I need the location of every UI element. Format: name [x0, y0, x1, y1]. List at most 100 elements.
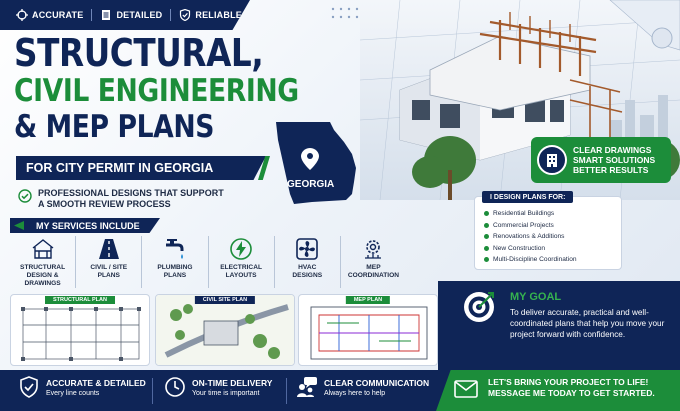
fan-icon: [296, 238, 319, 260]
georgia-map-icon: [276, 122, 356, 204]
ribbon-item-detailed: DETAILED: [100, 9, 162, 21]
service-label: LAYOUTS: [225, 272, 257, 279]
bottom-divider: [286, 378, 287, 404]
civil-plan-drawing: [156, 295, 294, 365]
goal-title: MY GOAL: [510, 291, 562, 303]
service-label: HVAC: [298, 264, 317, 271]
ribbon-label: DETAILED: [116, 10, 163, 20]
map-label: GEORGIA: [287, 179, 335, 190]
service-label: COORDINATION: [347, 272, 400, 279]
service-label: PLANS: [163, 272, 187, 279]
feature-title: ACCURATE & DETAILED: [46, 377, 146, 388]
ribbon-item-reliable: RELIABLE: [179, 9, 242, 21]
crosshair-icon: [16, 9, 28, 21]
clear-drawings-card: CLEAR DRAWINGS SMART SOLUTIONS BETTER RE…: [531, 137, 671, 183]
service-label: DESIGN &: [26, 272, 59, 279]
plan-thumbnail-structural: STRUCTURAL PLAN: [10, 294, 150, 366]
shield-check-icon: [180, 9, 191, 21]
subtitle: PROFESSIONAL DESIGNS THAT SUPPORT A SMOO…: [18, 188, 224, 210]
clear-line-3: BETTER RESULTS: [573, 165, 649, 175]
design-plans-list: Residential Buildings Commercial Project…: [484, 208, 577, 266]
list-item-label: Multi-Discipline Coordination: [493, 256, 577, 263]
feature-subtitle: Your time is important: [192, 389, 260, 397]
design-plans-heading: I DESIGN PLANS FOR:: [482, 191, 574, 203]
list-item: Renovations & Additions: [484, 231, 577, 243]
subtitle-line-1: PROFESSIONAL DESIGNS THAT SUPPORT: [38, 188, 224, 198]
lightning-icon: [230, 238, 252, 260]
bullet-icon: [484, 245, 489, 251]
services-heading-ornament: [14, 221, 24, 230]
list-item-label: New Construction: [493, 244, 546, 252]
headline: STRUCTURAL, CIVIL ENGINEERING & MEP PLAN…: [14, 34, 345, 148]
feature-subtitle: Every line counts: [46, 389, 100, 397]
shield-check-icon: [20, 376, 38, 398]
feature-title: CLEAR COMMUNICATION: [324, 377, 430, 388]
bottom-divider: [152, 378, 153, 404]
bullet-icon: [484, 222, 489, 228]
list-item-label: Residential Buildings: [493, 210, 555, 217]
gear-network-icon: [365, 240, 382, 259]
bullet-icon: [484, 257, 489, 263]
envelope-icon: [454, 380, 478, 398]
building-illustration: [360, 0, 680, 200]
cta-line-2: MESSAGE ME TODAY TO GET STARTED.: [488, 388, 655, 398]
design-plans-card: [474, 196, 622, 270]
service-label: PLUMBING: [157, 264, 193, 271]
ribbon-item-accurate: ACCURATE: [16, 9, 83, 21]
list-item: Commercial Projects: [484, 220, 577, 232]
top-ribbon: ACCURATE DETAILED RELIABLE: [0, 0, 250, 30]
chat-people-icon: [297, 377, 317, 397]
ribbon-label: RELIABLE: [195, 10, 242, 20]
clear-line-2: SMART SOLUTIONS: [573, 155, 656, 165]
plan-thumbnail-civil: CIVIL SITE PLAN: [155, 294, 295, 366]
goal-text: To deliver accurate, practical and well-…: [510, 308, 665, 339]
headline-line-2: CIVIL ENGINEERING: [14, 73, 299, 109]
clock-icon: [165, 377, 185, 397]
clear-line-1: CLEAR DRAWINGS: [573, 145, 652, 155]
service-label: DESIGNS: [292, 272, 323, 279]
plan-thumbnail-mep: MEP PLAN: [298, 294, 438, 366]
road-icon: [98, 239, 119, 259]
bullet-icon: [484, 211, 489, 217]
headline-line-3: & MEP PLANS: [14, 109, 215, 145]
feature-title: ON-TIME DELIVERY: [192, 377, 273, 388]
list-item-label: Renovations & Additions: [493, 233, 565, 240]
cta-line-1: LET'S BRING YOUR PROJECT TO LIFE!: [488, 377, 649, 387]
plan-tag: CIVIL SITE PLAN: [194, 296, 256, 304]
faucet-icon: [165, 239, 184, 259]
cta-text: LET'S BRING YOUR PROJECT TO LIFE! MESSAG…: [488, 377, 655, 399]
ribbon-divider: [170, 9, 172, 21]
service-label: DRAWINGS: [24, 280, 61, 287]
service-label: ELECTRICAL: [220, 264, 262, 271]
subtitle-text: PROFESSIONAL DESIGNS THAT SUPPORT A SMOO…: [38, 188, 224, 210]
list-item-label: Commercial Projects: [493, 221, 554, 229]
document-icon: [102, 10, 111, 20]
subtitle-line-2: A SMOOTH REVIEW PROCESS: [38, 199, 171, 209]
mep-plan-drawing: [310, 306, 428, 360]
building-icon: [537, 145, 567, 175]
list-item: New Construction: [484, 243, 577, 255]
plan-tag: STRUCTURAL PLAN: [45, 296, 115, 304]
plan-tag: MEP PLAN: [345, 296, 391, 304]
headline-line-1: STRUCTURAL,: [14, 31, 264, 75]
feature-subtitle: Always here to help: [324, 389, 386, 397]
structural-plan-drawing: [21, 307, 141, 361]
list-item: Residential Buildings: [484, 208, 577, 220]
bullet-icon: [484, 234, 489, 240]
service-label: CIVIL / SITE: [90, 264, 128, 271]
ribbon-label: ACCURATE: [32, 10, 84, 20]
clear-drawings-text: CLEAR DRAWINGS SMART SOLUTIONS BETTER RE…: [573, 145, 655, 175]
services-heading: MY SERVICES INCLUDE: [10, 218, 160, 233]
service-label: PLANS: [97, 272, 120, 279]
